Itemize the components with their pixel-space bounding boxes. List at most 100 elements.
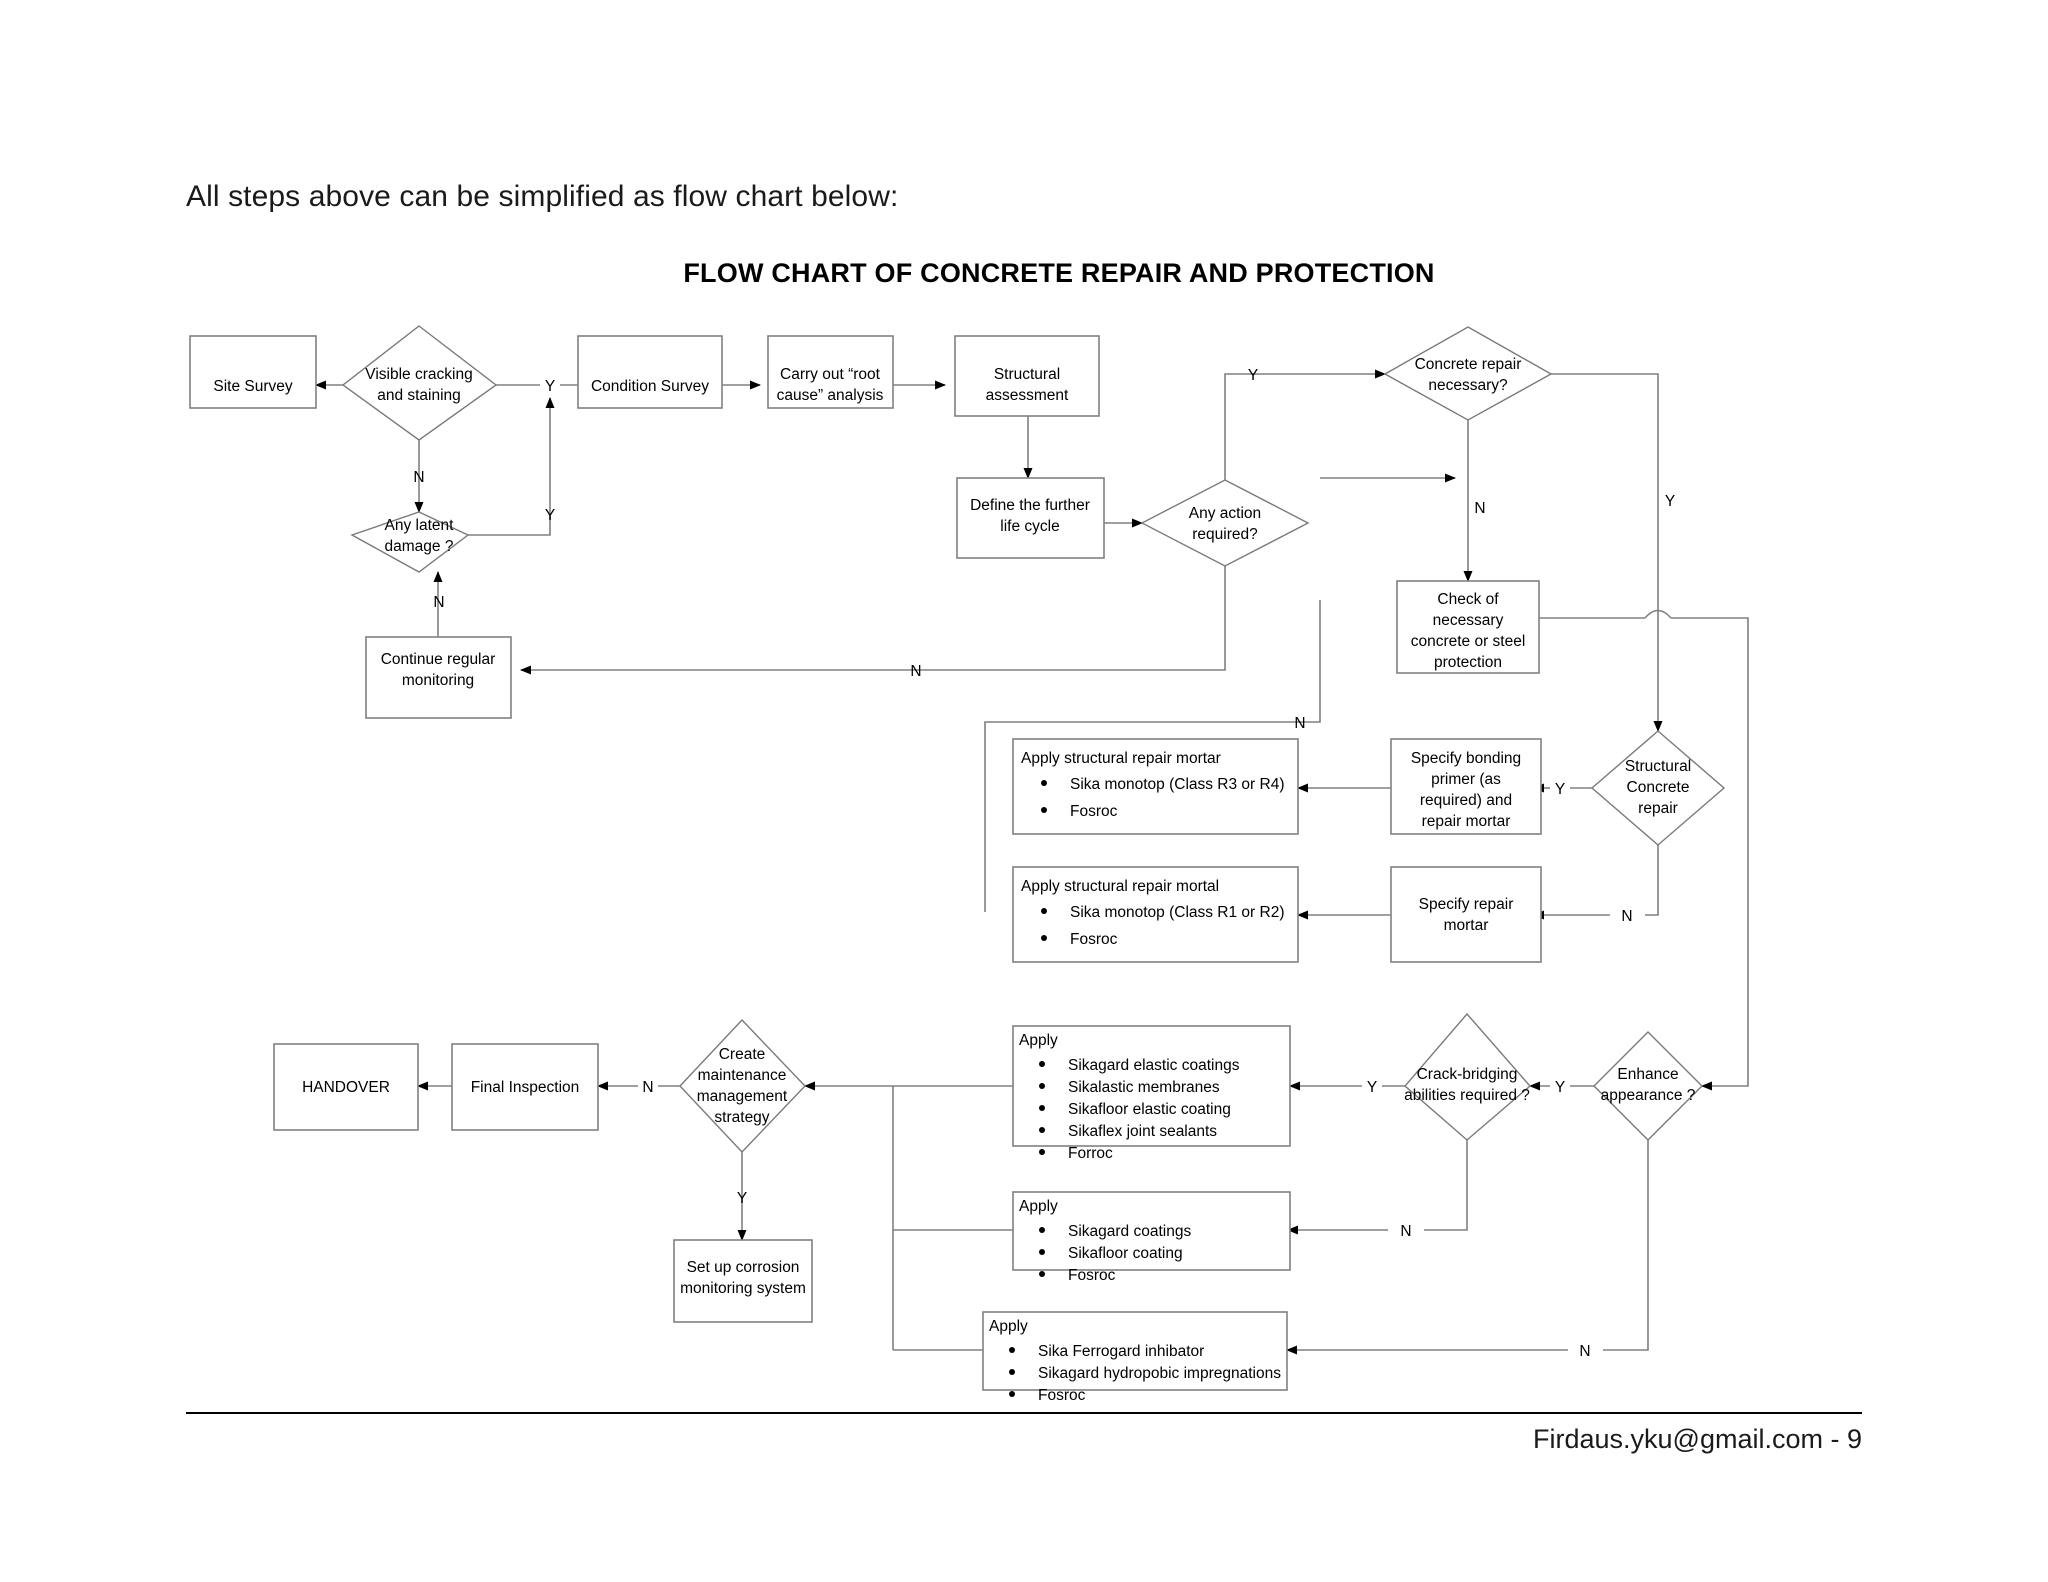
node-label-line1: Specify repair [1419,896,1514,913]
node-any-action-required[interactable]: Any action required? [1140,479,1310,567]
footer-divider [186,1412,1862,1414]
node-continue-regular-monitoring[interactable]: Continue regular monitoring [365,636,512,719]
node-label-line2: life cycle [1000,518,1059,535]
node-condition-survey[interactable]: Condition Survey [577,335,723,409]
node-item-1: Sikafloor coating [1068,1245,1183,1262]
node-label-line1: Check of [1437,591,1499,608]
footer-text: Firdaus.yku@gmail.com - 9 [1533,1424,1862,1454]
edge-label-n-concreterepair: N [1474,500,1485,517]
node-item-2: Fosroc [1068,1267,1116,1284]
edge-concreterepair-structconc-y [1551,373,1663,732]
node-specify-bonding-primer[interactable]: Specify bonding primer (as required) and… [1390,738,1542,835]
node-label-line3: concrete or steel [1411,633,1526,650]
node-item-0: Sikagard coatings [1068,1223,1191,1240]
node-handover[interactable]: HANDOVER [273,1043,419,1131]
node-label-line2: cause” analysis [777,387,884,404]
node-label: Site Survey [213,378,293,395]
node-label-line1: Specify bonding [1411,750,1521,767]
node-label-line1: Define the further [970,497,1090,514]
node-label-line1: Any action [1189,505,1261,522]
node-label-line1: Structural [1625,758,1691,775]
node-label-line2: monitoring system [680,1280,806,1297]
edge-label-n-structconc: N [1621,908,1632,925]
node-label-line2: monitoring [402,672,474,689]
node-item-1: Sikagard hydropobic impregnations [1038,1365,1281,1382]
node-apply-coatings[interactable]: Apply Sikagard coatings Sikafloor coatin… [1012,1191,1291,1284]
node-crack-bridging[interactable]: Crack-bridging abilities required ? [1404,1012,1531,1141]
edge-label-y-visiblecracking: Y [545,378,555,395]
node-define-life-cycle[interactable]: Define the further life cycle [956,477,1105,559]
node-apply-inhibitor[interactable]: Apply Sika Ferrogard inhibator Sikagard … [982,1311,1288,1404]
bullet-dot [1039,1271,1045,1277]
edge-label-layer: Y N Y N Y N N N Y Y N Y N Y N N Y [413,367,1675,1360]
edge-label-y-concreterepair: Y [1665,493,1675,510]
node-label-line3: management [697,1088,788,1105]
edge-crossing-hop [1644,609,1672,619]
intro-text: All steps above can be simplified as flo… [186,180,899,213]
edge-crack-n-down [1424,1140,1468,1231]
node-corrosion-monitoring[interactable]: Set up corrosion monitoring system [673,1239,813,1323]
node-create-maintenance-strategy[interactable]: Create maintenance management strategy [679,1018,806,1154]
node-item-1: Fosroc [1070,803,1118,820]
node-label: Final Inspection [471,1079,580,1096]
node-label-line1: Create [719,1046,766,1063]
node-label: Condition Survey [591,378,709,395]
node-label-line2: and staining [377,387,461,404]
edge-checkprotection-enhanceappearance [1671,617,1749,1091]
edge-n-to-applymortar-stack [984,600,1321,780]
node-specify-repair-mortar[interactable]: Specify repair mortar [1390,866,1542,963]
node-site-survey[interactable]: Site Survey [189,335,317,409]
edge-label-y-enhance: Y [1555,1079,1565,1096]
node-root-cause-analysis[interactable]: Carry out “root cause” analysis [767,335,894,409]
node-concrete-repair-necessary[interactable]: Concrete repair necessary? [1383,326,1553,421]
node-item-0: Sika Ferrogard inhibator [1038,1343,1204,1360]
edge-anylatent-y-up [468,397,555,536]
edge-label-y-anylatent: Y [545,507,555,524]
node-label-line2: necessary? [1428,377,1508,394]
node-apply-elastic-coatings[interactable]: Apply Sikagard elastic coatings Sikalast… [1012,1025,1291,1162]
node-structural-concrete-repair[interactable]: Structural Concrete repair [1590,730,1726,846]
node-heading: Apply structural repair mortar [1021,750,1221,767]
bullet-dot [1041,908,1047,914]
bullet-dot [1009,1369,1015,1375]
node-label-line2: necessary [1433,612,1504,629]
node-label-line3: required) and [1420,792,1512,809]
edge-enhance-n-down [1603,1140,1649,1351]
node-apply-mortar-r3r4[interactable]: Apply structural repair mortar Sika mono… [1012,738,1299,835]
node-item-1: Fosroc [1070,931,1118,948]
node-visible-cracking[interactable]: Visible cracking and staining [341,325,498,441]
edge-label-n-anyaction-mortar: N [1294,715,1305,732]
node-item-4: Forroc [1068,1145,1113,1162]
bullet-dot [1041,935,1047,941]
bullet-dot [1039,1227,1045,1233]
edge-label-n-crackbridging: N [1400,1223,1411,1240]
node-structural-assessment[interactable]: Structural assessment [954,335,1100,417]
connector-layer [315,368,1749,1355]
node-label-line1: Structural [994,366,1060,383]
bullet-dot [1009,1391,1015,1397]
node-label-line1: Enhance [1617,1066,1678,1083]
node-label-line1: Concrete repair [1415,356,1522,373]
edge-structconc-n-down [1645,845,1659,916]
edge-label-n-createmaint: N [642,1079,653,1096]
node-any-latent-damage[interactable]: Any latent damage ? [350,511,470,573]
node-label-line1: Crack-bridging [1417,1066,1518,1083]
node-label: HANDOVER [302,1079,390,1096]
node-apply-mortal-r1r2[interactable]: Apply structural repair mortal Sika mono… [1012,866,1299,963]
node-label-line2: damage ? [385,538,454,555]
edge-label-y-structconc: Y [1555,781,1565,798]
node-check-protection[interactable]: Check of necessary concrete or steel pro… [1396,580,1540,674]
node-label-line1: Carry out “root [780,366,881,383]
node-label-line2: mortar [1444,917,1489,934]
chart-title-text: FLOW CHART OF CONCRETE REPAIR AND PROTEC… [683,258,1435,288]
node-enhance-appearance[interactable]: Enhance appearance ? [1593,1031,1703,1141]
node-label-line1: Any latent [385,517,455,534]
bullet-dot [1039,1249,1045,1255]
bullet-dot [1039,1127,1045,1133]
node-heading: Apply structural repair mortal [1021,878,1219,895]
node-label-line1: Set up corrosion [687,1259,800,1276]
node-label-line2: appearance ? [1601,1087,1696,1104]
node-final-inspection[interactable]: Final Inspection [451,1043,599,1131]
node-label-line3: repair [1638,800,1678,817]
